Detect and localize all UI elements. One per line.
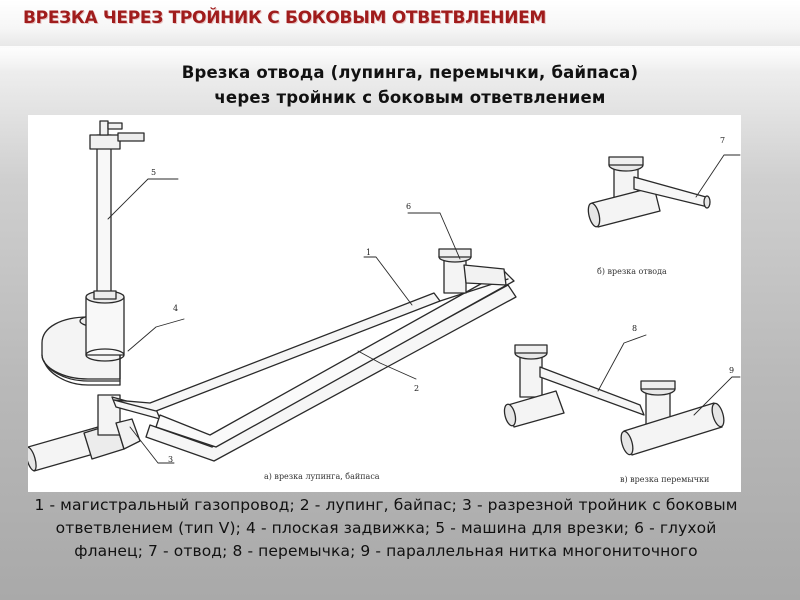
- label-8: 8: [632, 324, 637, 333]
- blind-flange-tee: [438, 248, 507, 294]
- technical-drawing: 5 4 3 1 6 2 7 8 9 а) врезка лупинга, бай…: [28, 115, 741, 492]
- label-9: 9: [729, 366, 734, 375]
- label-5: 5: [151, 168, 156, 177]
- label-2: 2: [414, 384, 419, 393]
- title-band: [0, 0, 800, 72]
- legend-text: 1 - магистральный газопровод; 2 - лупинг…: [34, 496, 738, 560]
- branch-assembly: [587, 156, 711, 228]
- caption-c: в) врезка перемычки: [620, 475, 709, 484]
- label-7: 7: [720, 136, 725, 145]
- loop-pipes: [113, 270, 517, 462]
- caption-a: а) врезка лупинга, байпаса: [264, 472, 380, 481]
- leader-lines: [107, 154, 741, 464]
- jumper-assembly: [503, 344, 725, 456]
- drawing-svg: 5 4 3 1 6 2 7 8 9 а) врезка лупинга, бай…: [28, 120, 741, 484]
- label-6: 6: [406, 202, 411, 211]
- label-4: 4: [173, 304, 178, 313]
- slide-subtitle: Врезка отвода (лупинга, перемычки, байпа…: [181, 63, 639, 107]
- label-1: 1: [366, 248, 371, 257]
- caption-b: б) врезка отвода: [597, 267, 667, 276]
- label-3: 3: [168, 455, 173, 464]
- slide-title: ВРЕЗКА ЧЕРЕЗ ТРОЙНИК С БОКОВЫМ ОТВЕТВЛЕН…: [23, 8, 547, 28]
- tapping-machine: [85, 120, 145, 362]
